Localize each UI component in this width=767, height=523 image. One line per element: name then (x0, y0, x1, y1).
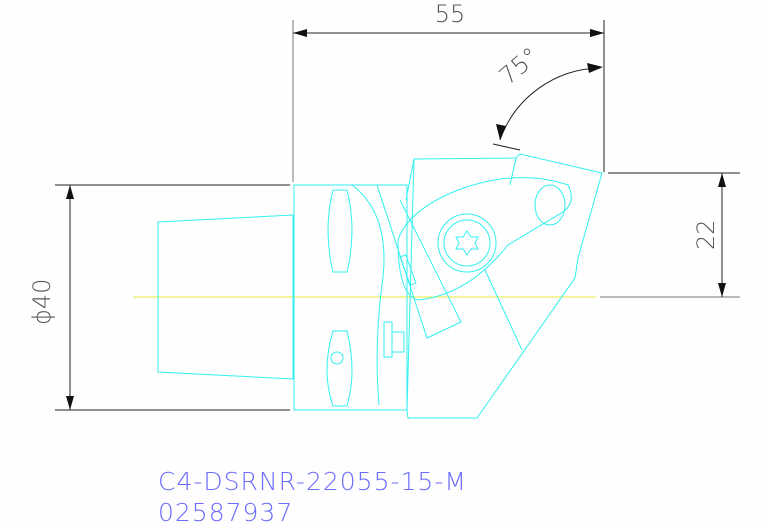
part-number: C4-DSRNR-22055-15-M (158, 467, 467, 496)
body (293, 184, 408, 411)
shank (157, 214, 294, 380)
dimension-height-label: 22 (692, 219, 720, 250)
dimension-diameter: ϕ40 (28, 184, 290, 411)
dimension-angle-label: 75° (494, 42, 545, 91)
dimension-length: 55 (292, 0, 605, 182)
article-number: 02587937 (158, 498, 293, 523)
dimension-angle: 75° (492, 42, 603, 151)
dimension-diameter-label: ϕ40 (28, 279, 56, 325)
dimension-height: 22 (600, 172, 740, 298)
head (376, 153, 603, 419)
dimension-length-label: 55 (435, 0, 466, 28)
